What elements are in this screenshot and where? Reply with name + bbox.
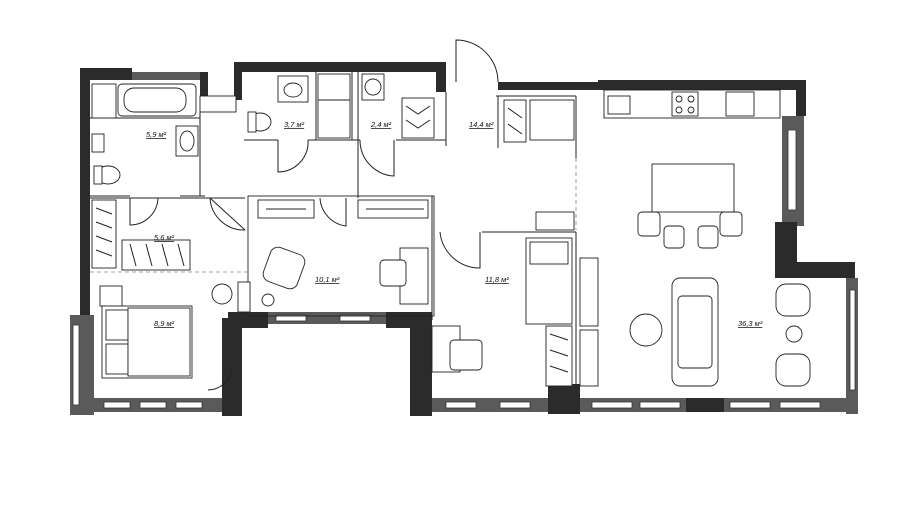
area-label-kids-room: 11,8 м²: [485, 275, 509, 284]
interior-walls: [90, 72, 577, 390]
area-label-bedroom: 8,9 м²: [154, 319, 175, 328]
room-labels: 5,9 м² 3,7 м² 2,4 м² 14,4 м² 5,6 м² 8,9 …: [146, 120, 763, 328]
area-label-bathroom: 5,9 м²: [146, 130, 167, 139]
windows: [72, 129, 856, 409]
area-label-laundry: 2,4 м²: [370, 120, 392, 129]
area-label-study: 10,1 м²: [315, 275, 340, 284]
doors: [129, 39, 499, 391]
area-label-wc: 3,7 м²: [284, 120, 305, 129]
furniture: [91, 73, 811, 387]
area-label-living-kitchen: 36,3 м²: [738, 319, 763, 328]
area-label-hall: 14,4 м²: [469, 120, 494, 129]
area-label-wardrobe-corridor: 5,6 м²: [154, 233, 175, 242]
outer-walls: [70, 62, 858, 416]
